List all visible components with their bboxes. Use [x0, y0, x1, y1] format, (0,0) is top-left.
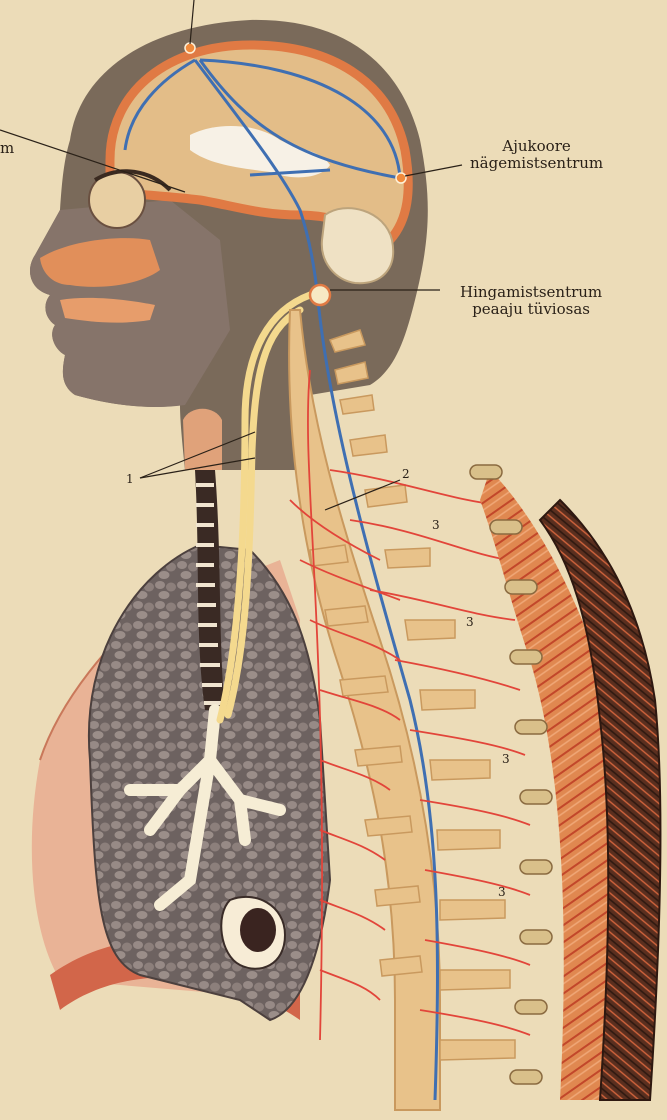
number-3-d: 3 [498, 885, 506, 899]
label-respiratory-center-line1: Hingamistsentrum [460, 284, 602, 301]
respiratory-center-marker [310, 285, 330, 305]
label-respiratory-center: Hingamistsentrum peaaju tüviosas [460, 284, 602, 318]
number-2: 2 [402, 467, 410, 481]
visual-center-dot [396, 173, 406, 183]
motor-center-dot [185, 43, 195, 53]
label-respiratory-center-line2: peaaju tüviosas [460, 301, 602, 318]
label-left-partial: m [0, 140, 14, 157]
number-1: 1 [126, 472, 134, 486]
label-visual-center-line1: Ajukoore [470, 138, 603, 155]
number-3-b: 3 [466, 615, 474, 629]
label-visual-center: Ajukoore nägemistsentrum [470, 138, 603, 172]
number-3-a: 3 [432, 518, 440, 532]
number-3-c: 3 [502, 752, 510, 766]
label-visual-center-line2: nägemistsentrum [470, 155, 603, 172]
